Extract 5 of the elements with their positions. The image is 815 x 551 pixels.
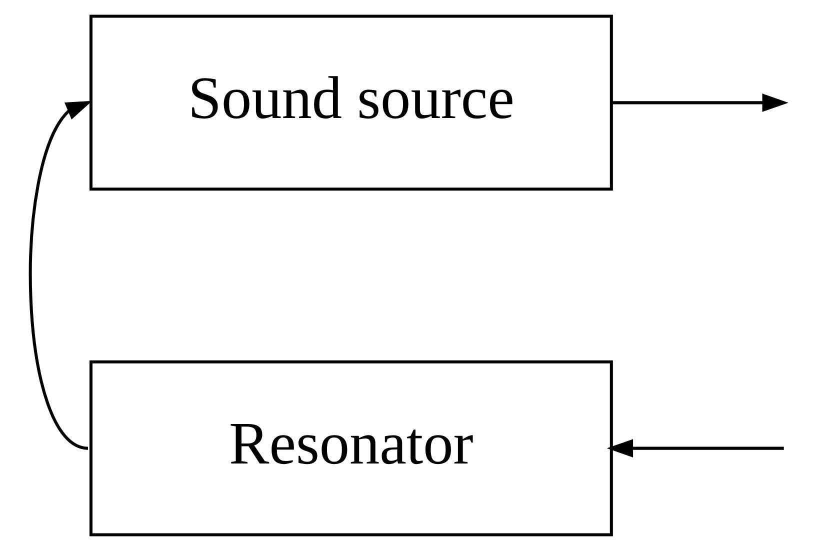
arrow	[28, 100, 92, 450]
arrow	[606, 439, 784, 458]
node-box: Sound source	[88, 14, 612, 191]
arrow	[610, 94, 788, 112]
node-box: Resonator	[88, 360, 612, 536]
